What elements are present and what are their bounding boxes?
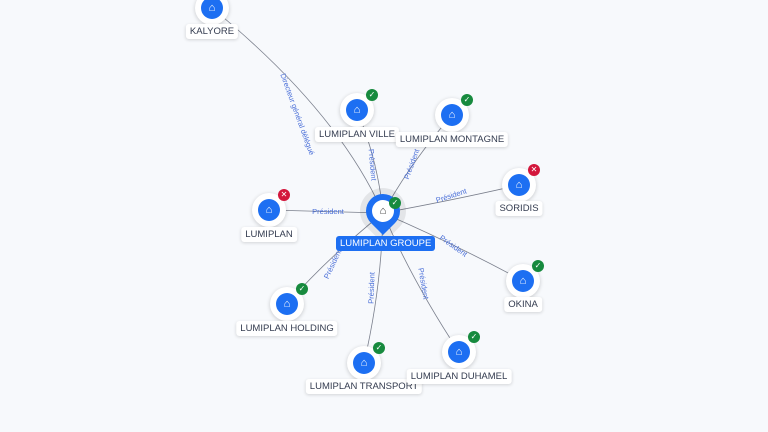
company-node[interactable]: ⌂✕: [252, 189, 290, 227]
company-node[interactable]: ⌂✓: [506, 260, 544, 298]
building-icon: ⌂: [448, 341, 470, 363]
building-icon: ⌂: [441, 104, 463, 126]
edge-label: Président: [416, 267, 431, 301]
company-label[interactable]: KALYORE: [185, 24, 239, 39]
company-label[interactable]: LUMIPLAN MONTAGNE: [395, 132, 509, 147]
check-icon: ✓: [296, 283, 308, 295]
company-label[interactable]: SORIDIS: [495, 201, 543, 216]
check-icon: ✓: [468, 331, 480, 343]
edge-label: Président: [402, 147, 422, 181]
company-label[interactable]: LUMIPLAN VILLE: [314, 127, 400, 142]
company-label[interactable]: OKINA: [504, 297, 542, 312]
edge: [382, 212, 460, 353]
check-icon: ✓: [373, 342, 385, 354]
company-node[interactable]: ⌂✓: [340, 89, 378, 127]
cross-icon: ✕: [278, 189, 290, 201]
company-node[interactable]: ⌂✓: [270, 283, 308, 321]
edge-label: Président: [435, 186, 469, 205]
building-icon: ⌂: [276, 293, 298, 315]
company-node[interactable]: ⌂✓: [435, 94, 473, 132]
cross-icon: ✕: [528, 164, 540, 176]
company-node[interactable]: ⌂✓: [195, 0, 229, 25]
edge-label: Président: [366, 271, 376, 304]
edge-label: Directeur général délégué: [278, 72, 316, 156]
edge-label: Président: [367, 149, 379, 182]
check-icon: ✓: [389, 197, 401, 209]
company-node[interactable]: ⌂✓: [442, 331, 480, 369]
company-label[interactable]: LUMIPLAN TRANSPORT: [305, 379, 423, 394]
company-label[interactable]: LUMIPLAN HOLDING: [236, 321, 338, 336]
edge-label: Président: [438, 233, 470, 259]
check-icon: ✓: [461, 94, 473, 106]
building-icon: ⌂: [346, 99, 368, 121]
company-node[interactable]: ⌂✓: [347, 342, 385, 380]
edge: [211, 7, 384, 214]
edge-label: Président: [312, 207, 345, 216]
building-icon: ⌂: [201, 0, 223, 19]
company-node[interactable]: ⌂✕: [502, 164, 540, 202]
building-icon: ⌂: [258, 199, 280, 221]
check-icon: ✓: [532, 260, 544, 272]
building-icon: ⌂: [353, 352, 375, 374]
center-label[interactable]: LUMIPLAN GROUPE: [336, 236, 436, 251]
check-icon: ✓: [366, 89, 378, 101]
company-label[interactable]: LUMIPLAN: [241, 227, 297, 242]
building-icon: ⌂: [512, 270, 534, 292]
company-label[interactable]: LUMIPLAN DUHAMEL: [406, 369, 512, 384]
building-icon: ⌂: [508, 174, 530, 196]
